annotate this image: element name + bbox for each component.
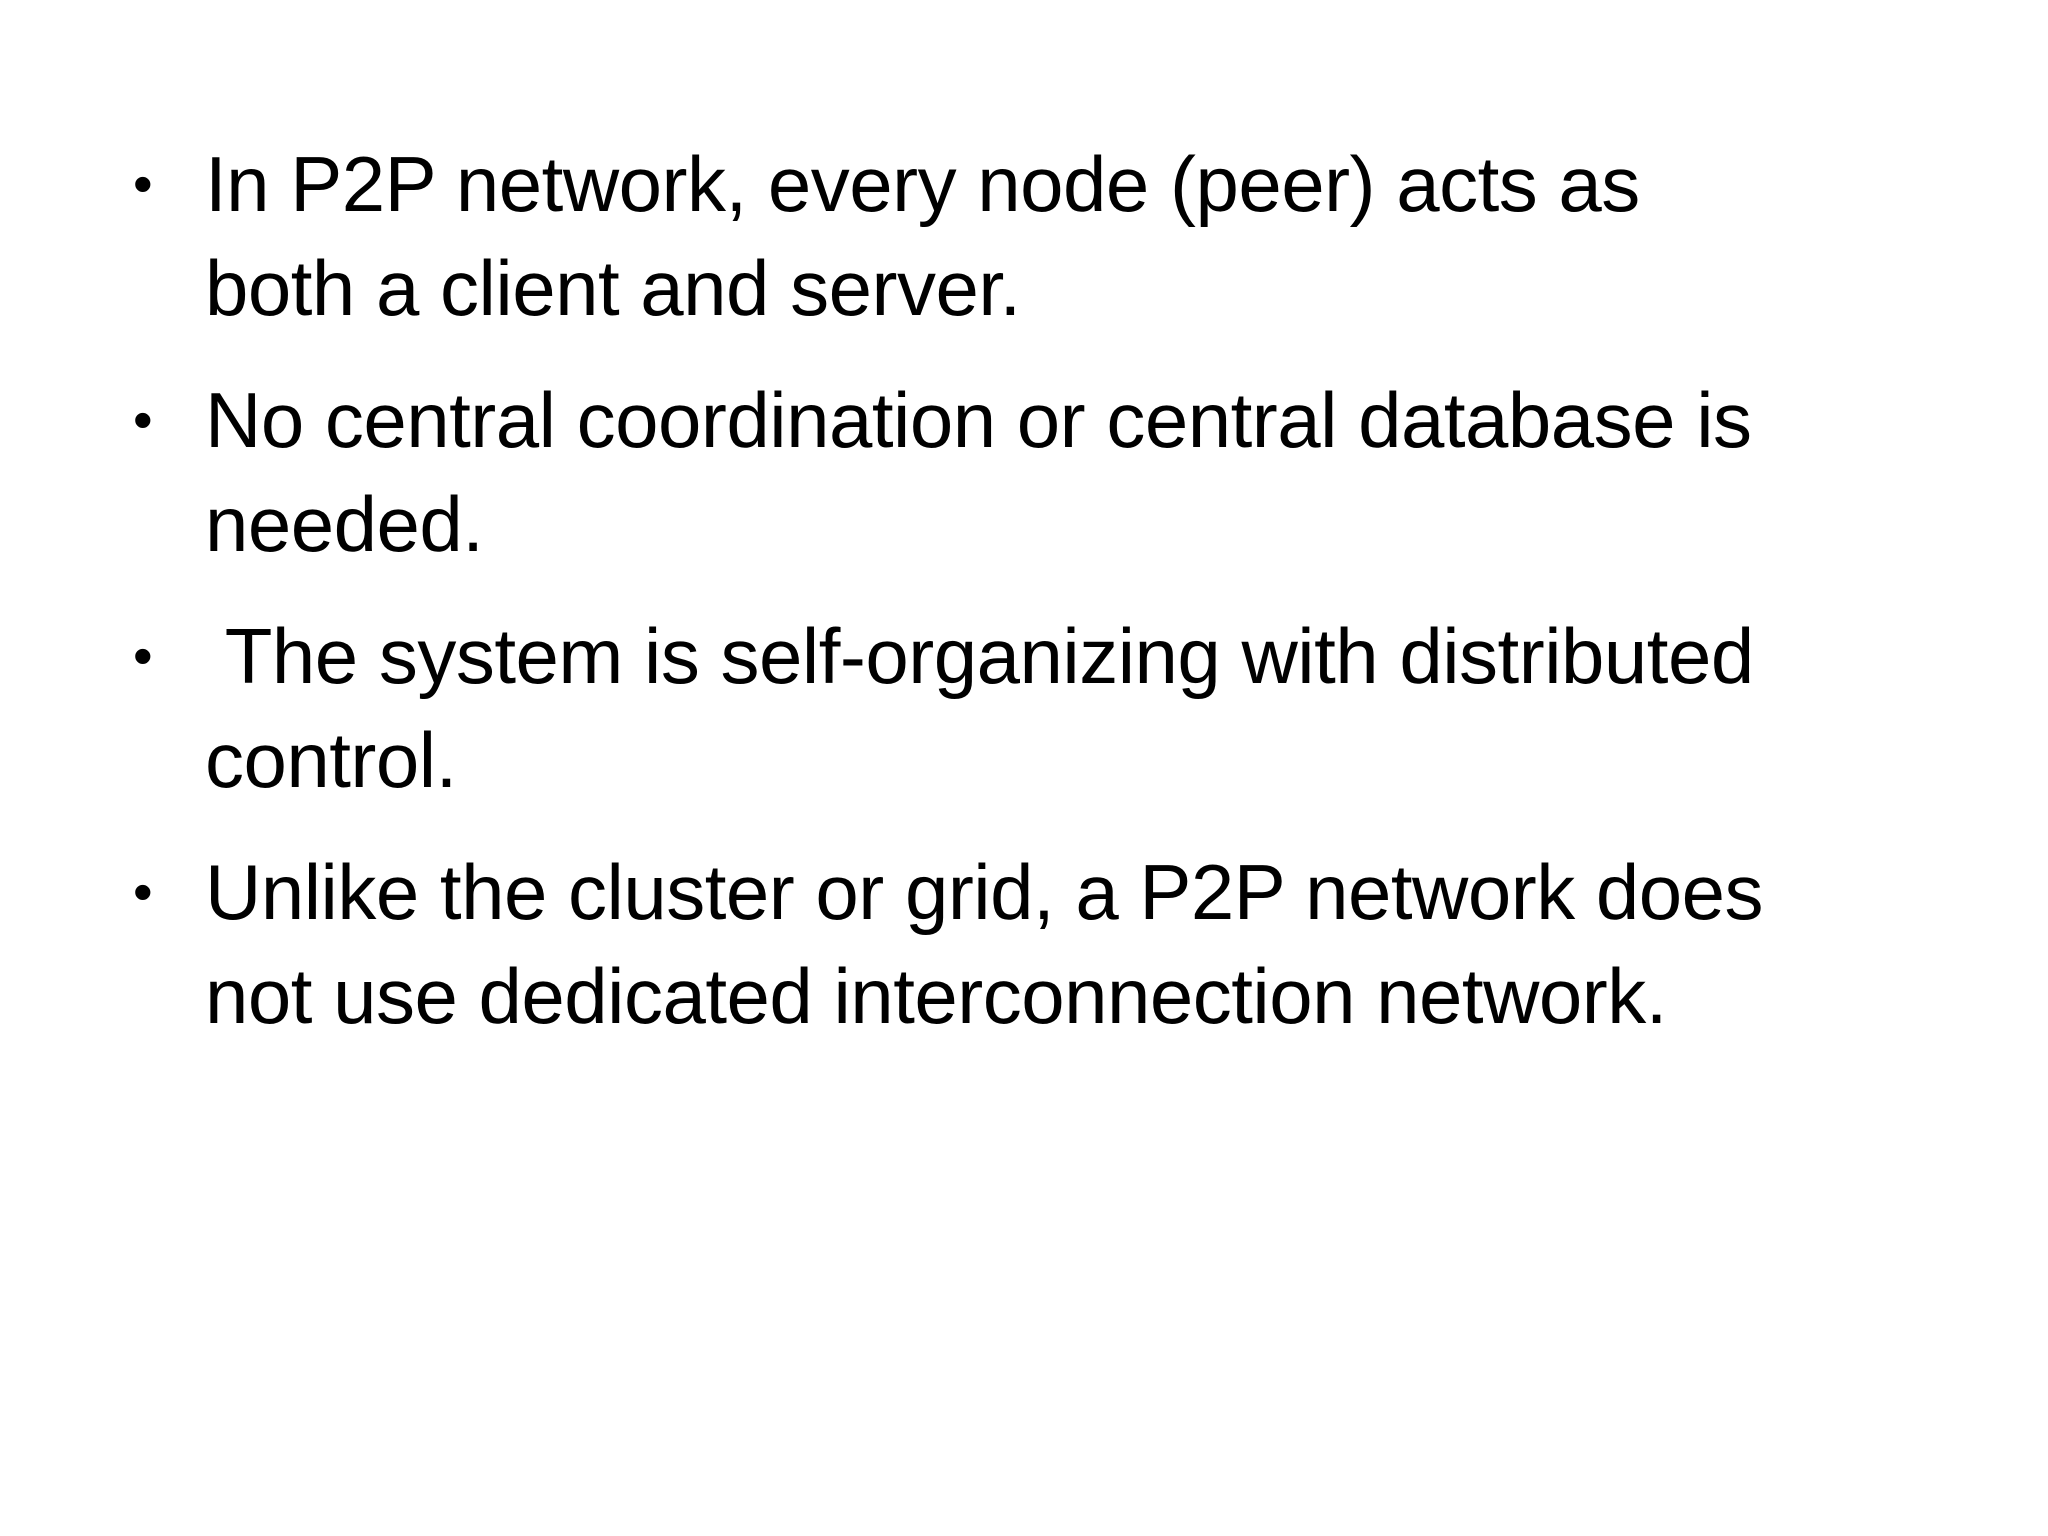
bullet-item-3: • The system is self-organizing with dis… (133, 604, 1943, 812)
bullet-item-2: • No central coordination or central dat… (133, 368, 1943, 576)
bullet-4-line-1: Unlike the cluster or grid, a P2P networ… (205, 848, 1764, 936)
bullet-4-line-2: not use dedicated interconnection networ… (205, 952, 1667, 1040)
bullet-1-line-1: In P2P network, every node (peer) acts a… (205, 140, 1640, 228)
bullet-icon: • (133, 152, 153, 215)
bullet-text-3: The system is self-organizing with distr… (205, 604, 1943, 812)
bullet-icon: • (133, 860, 153, 923)
bullet-list: • In P2P network, every node (peer) acts… (133, 132, 1943, 1048)
bullet-text-1: In P2P network, every node (peer) acts a… (205, 132, 1943, 340)
bullet-item-4: • Unlike the cluster or grid, a P2P netw… (133, 840, 1943, 1048)
bullet-text-2: No central coordination or central datab… (205, 368, 1943, 576)
bullet-icon: • (133, 624, 153, 687)
bullet-3-line-1: The system is self-organizing with distr… (205, 612, 1754, 700)
bullet-3-line-2: control. (205, 716, 457, 804)
bullet-1-line-2: both a client and server. (205, 244, 1021, 332)
bullet-2-line-1: No central coordination or central datab… (205, 376, 1752, 464)
bullet-text-4: Unlike the cluster or grid, a P2P networ… (205, 840, 1943, 1048)
bullet-item-1: • In P2P network, every node (peer) acts… (133, 132, 1943, 340)
bullet-2-line-2: needed. (205, 480, 484, 568)
bullet-icon: • (133, 388, 153, 451)
